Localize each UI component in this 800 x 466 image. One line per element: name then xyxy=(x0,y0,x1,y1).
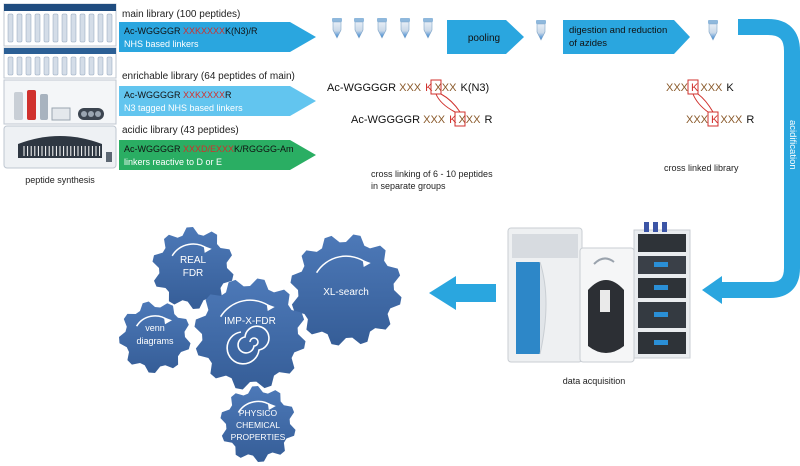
tube-icon xyxy=(332,18,342,39)
crosslink-caption-line1: cross linking of 6 - 10 peptides xyxy=(371,169,493,179)
tube-icon xyxy=(354,18,364,39)
physico-chemical-gear xyxy=(220,386,296,462)
data-acquisition-label: data acquisition xyxy=(563,376,626,386)
enrichable-library-arrow xyxy=(119,86,316,116)
main-library-sequence: Ac-WGGGGR XXKXXXXK(N3)/R xyxy=(124,26,258,36)
tube-icon xyxy=(377,18,387,39)
venn-label-line1: venn xyxy=(145,323,165,333)
results-arrow xyxy=(429,276,496,310)
acidic-library-arrow xyxy=(119,140,316,170)
sample-tubes xyxy=(332,18,433,39)
venn-diagrams-gear xyxy=(119,301,191,373)
acidic-library-linkers: linkers reactive to D or E xyxy=(124,157,222,167)
main-library-title: main library (100 peptides) xyxy=(122,9,240,20)
enrichable-library-sequence: Ac-WGGGGR XXKXXXXR xyxy=(124,90,232,100)
crosslink-linker-1 xyxy=(430,79,466,127)
real-fdr-label-line2: FDR xyxy=(183,268,204,279)
tube-icon xyxy=(708,20,718,41)
imp-x-fdr-gear xyxy=(194,278,306,390)
xl-search-label: XL-search xyxy=(323,287,369,298)
main-library-arrow xyxy=(119,22,316,52)
crosslinked-linker xyxy=(687,79,719,127)
digested-tube xyxy=(708,20,718,41)
physico-label-line1: PHYSICO xyxy=(239,408,278,418)
imp-x-fdr-label: IMP-X-FDR xyxy=(224,316,276,327)
spiral-logo-icon xyxy=(226,325,270,365)
pooled-tube xyxy=(536,20,546,41)
crosslinked-caption: cross linked library xyxy=(664,163,739,173)
physico-label-line3: PROPERTIES xyxy=(231,432,286,442)
digestion-arrow xyxy=(563,20,690,54)
main-library-linkers: NHS based linkers xyxy=(124,39,199,49)
peptide-synthesis-label: peptide synthesis xyxy=(25,175,95,185)
venn-label-line2: diagrams xyxy=(136,336,174,346)
acidic-library-sequence: Ac-WGGGGR XXXD/EXXXK/RGGGG-Am xyxy=(124,144,294,154)
analysis-gears xyxy=(119,227,402,462)
mass-spectrometer-illustration xyxy=(507,222,691,363)
peptide-synthesizer-illustration xyxy=(3,3,117,169)
physico-label-line2: CHEMICAL xyxy=(236,420,280,430)
tube-icon xyxy=(400,18,410,39)
pooling-label: pooling xyxy=(468,33,500,44)
crosslink-caption-line2: in separate groups xyxy=(371,181,446,191)
enrichable-library-linkers: N3 tagged NHS based linkers xyxy=(124,103,243,113)
xl-search-gear xyxy=(290,234,402,346)
tube-icon xyxy=(423,18,433,39)
tube-icon xyxy=(536,20,546,41)
real-fdr-gear xyxy=(152,227,234,309)
digestion-label-line1: digestion and reduction xyxy=(569,25,667,36)
acidic-library-title: acidic library (43 peptides) xyxy=(122,125,239,136)
pooling-arrow xyxy=(447,20,524,54)
acidification-arrow xyxy=(702,19,800,304)
real-fdr-label-line1: REAL xyxy=(180,255,207,266)
acidification-label: acidification xyxy=(787,120,798,170)
enrichable-library-title: enrichable library (64 peptides of main) xyxy=(122,71,295,82)
digestion-label-line2: of azides xyxy=(569,38,607,49)
